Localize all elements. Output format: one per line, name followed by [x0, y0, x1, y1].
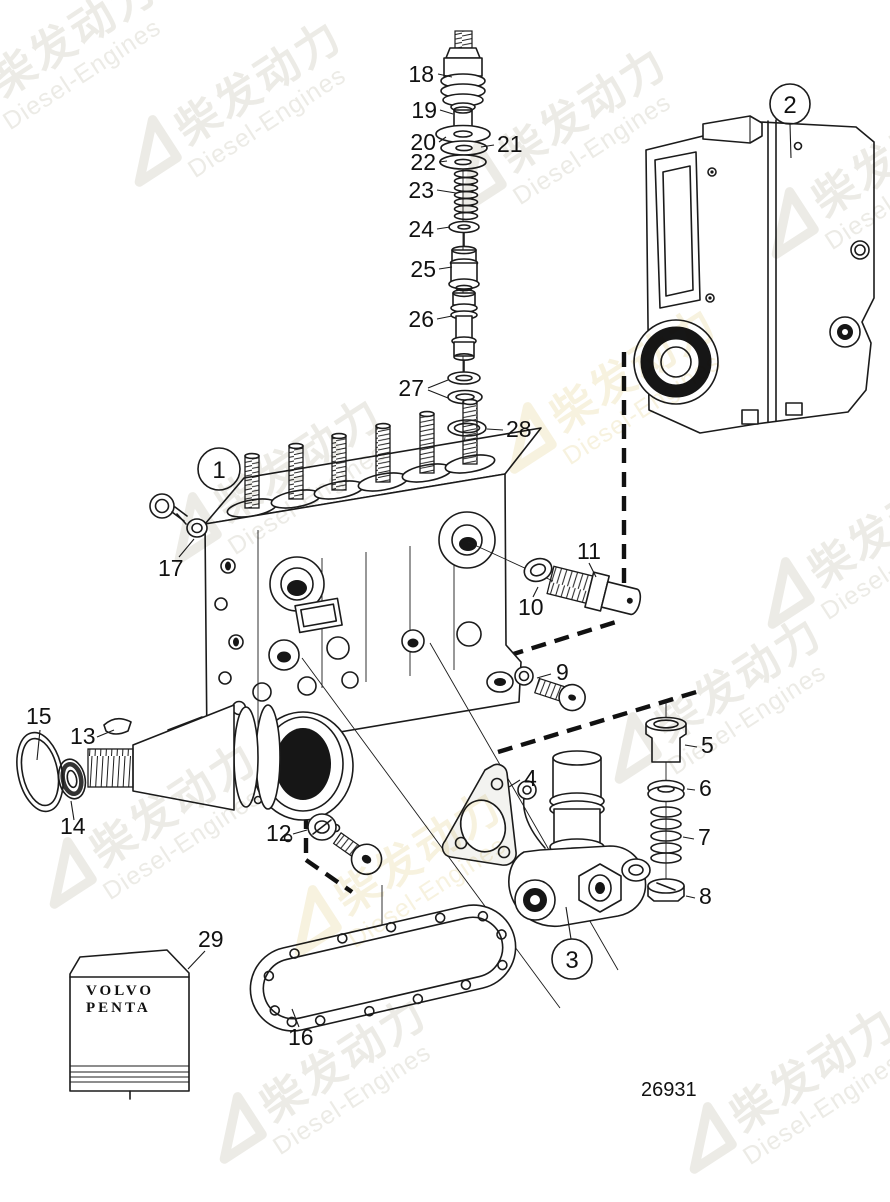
decal-volvo: VOLVO — [86, 983, 154, 999]
callout-14: 14 — [60, 813, 86, 839]
part-washer-24 — [448, 220, 480, 234]
callout-18: 18 — [408, 61, 434, 87]
plug-11 — [546, 565, 642, 616]
overflow-valve-stack — [645, 700, 687, 902]
flange-gasket-4 — [441, 763, 517, 866]
callout-3-circled: 3 — [551, 938, 593, 980]
callout-12: 12 — [266, 820, 292, 846]
callout-9: 9 — [556, 659, 569, 685]
callout-19: 19 — [411, 97, 437, 123]
callout-7: 7 — [698, 824, 711, 850]
part-delivery-valve-holder — [440, 30, 486, 112]
feed-pump — [508, 750, 651, 928]
part-washer-6 — [647, 779, 685, 803]
part-spring-7 — [650, 806, 682, 864]
injection-pump-housing — [204, 398, 542, 776]
callout-24: 24 — [408, 216, 434, 242]
woodruff-key — [103, 717, 132, 735]
svg-text:1: 1 — [212, 457, 225, 484]
svg-text:2: 2 — [783, 92, 796, 119]
part-washer-22 — [439, 154, 487, 170]
callout-labels: 18 19 20 21 22 23 24 25 26 27 28 17 15 1… — [26, 61, 811, 1050]
part-plug-8 — [647, 878, 685, 902]
decal-penta: PENTA — [86, 1000, 151, 1016]
leader-lines — [36, 73, 792, 1028]
washer-10 — [523, 557, 553, 583]
part-washers-27 — [447, 371, 483, 405]
callout-25: 25 — [410, 256, 436, 282]
screw-12 — [307, 813, 383, 876]
callout-1-circled: 1 — [197, 447, 241, 491]
callout-22: 22 — [410, 149, 436, 175]
screw-9 — [514, 666, 586, 712]
callout-10: 10 — [518, 594, 544, 620]
callout-5: 5 — [701, 732, 714, 758]
camshaft — [87, 704, 354, 843]
drawing-number: 26931 — [641, 1079, 697, 1101]
part-plunger-26 — [450, 288, 478, 372]
governor-housing — [633, 115, 875, 434]
callout-29: 29 — [198, 926, 224, 952]
part-washer-20 — [435, 124, 491, 144]
projection-line — [301, 657, 561, 1009]
callout-27: 27 — [398, 375, 424, 401]
callout-17: 17 — [158, 555, 184, 581]
callout-11: 11 — [577, 538, 601, 564]
callout-20: 20 — [410, 129, 436, 155]
svg-text:3: 3 — [565, 947, 578, 974]
callout-16: 16 — [288, 1024, 314, 1050]
oring-15 — [16, 731, 64, 813]
parts-diagram-page: { "watermark": { "cn": "柴发动力", "en": "Di… — [0, 0, 890, 1174]
exploded-parts-drawing: VOLVO PENTA 18 19 2 — [16, 30, 875, 1101]
callout-8: 8 — [699, 883, 712, 909]
callout-6: 6 — [699, 775, 712, 801]
callout-23: 23 — [408, 177, 434, 203]
cover-gasket-16 — [249, 904, 517, 1032]
part-valve-25 — [448, 232, 480, 292]
seal-ring-14 — [57, 758, 87, 800]
callout-26: 26 — [408, 306, 434, 332]
callout-4: 4 — [524, 765, 537, 791]
volvo-penta-decal: VOLVO PENTA — [69, 949, 190, 1100]
callout-28: 28 — [506, 416, 532, 442]
callout-2-circled: 2 — [769, 83, 811, 125]
callout-21: 21 — [497, 131, 523, 157]
screw-17 — [149, 493, 208, 538]
part-bushing-5 — [645, 716, 687, 763]
callout-13: 13 — [70, 723, 96, 749]
cylinder-studs — [244, 398, 478, 509]
part-spring-23 — [453, 169, 479, 221]
callout-15: 15 — [26, 703, 52, 729]
part-washer-21 — [440, 140, 488, 156]
